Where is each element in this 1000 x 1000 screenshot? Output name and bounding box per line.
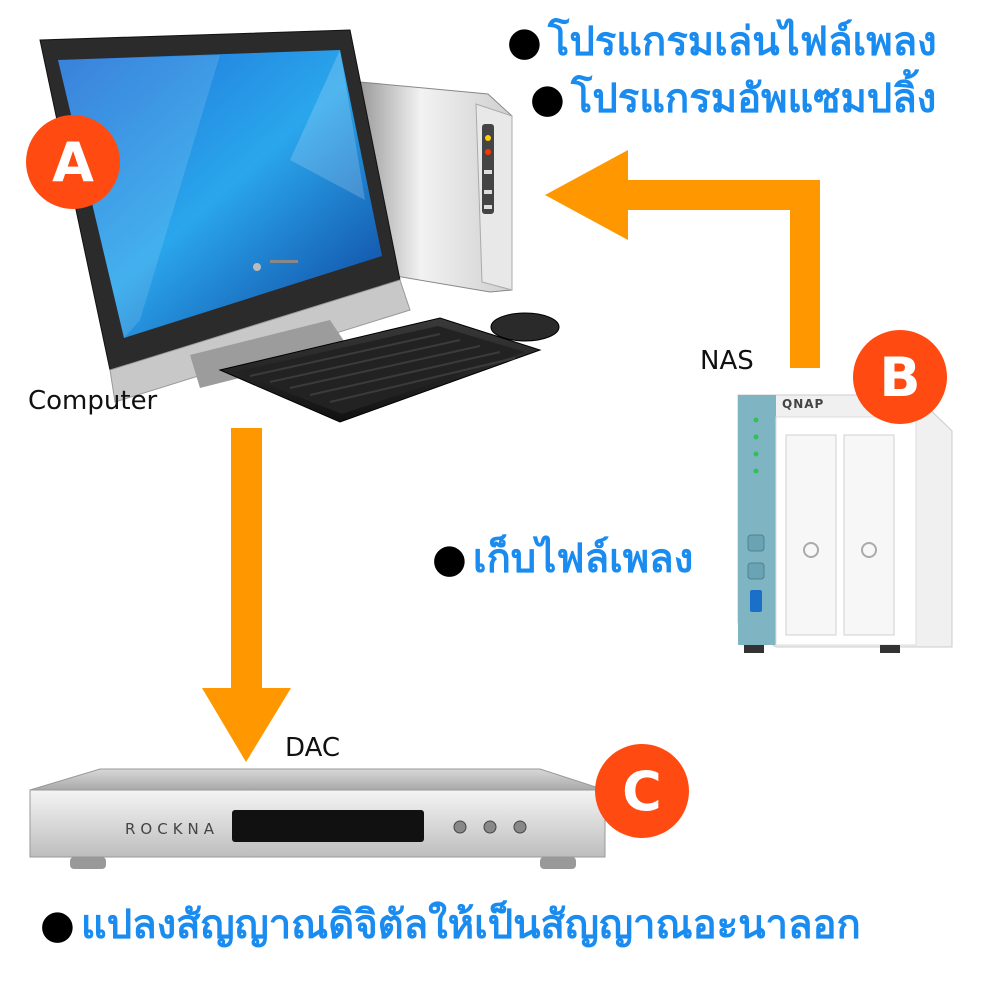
badge-c: C xyxy=(595,744,689,838)
badge-b: B xyxy=(853,330,947,424)
keyboard xyxy=(218,317,542,423)
nas-label: NAS xyxy=(700,346,754,376)
computer-illustration xyxy=(20,20,565,440)
dac-label: DAC xyxy=(285,733,341,763)
dac-illustration: ROCKNA xyxy=(20,765,610,880)
computer-role-1: ●โปรแกรมเล่นไฟล์เพลง xyxy=(507,19,937,65)
nas-brand: QNAP xyxy=(782,397,825,411)
nas-role: ●เก็บไฟล์เพลง xyxy=(432,536,694,582)
arrow-nas-to-computer-shaft xyxy=(620,180,820,368)
pc-tower xyxy=(359,81,513,293)
bullet: ● xyxy=(432,536,467,582)
mouse xyxy=(490,312,560,342)
dac-brand: ROCKNA xyxy=(125,820,220,838)
computer-label: Computer xyxy=(28,386,158,416)
arrow-computer-to-dac-shaft xyxy=(231,428,262,690)
monitor xyxy=(39,29,411,403)
badge-a: A xyxy=(26,115,120,209)
arrow-computer-to-dac-head xyxy=(202,688,291,762)
dac-role: ●แปลงสัญญาณดิจิตัลให้เป็นสัญญาณอะนาลอก xyxy=(40,902,861,948)
bullet: ● xyxy=(507,19,542,65)
arrow-nas-to-computer-head xyxy=(545,150,628,240)
nas-illustration: QNAP xyxy=(730,375,960,660)
bullet: ● xyxy=(40,902,75,948)
bullet: ● xyxy=(530,76,565,122)
computer-role-2: ●โปรแกรมอัพแซมปลิ้ง xyxy=(530,76,937,122)
